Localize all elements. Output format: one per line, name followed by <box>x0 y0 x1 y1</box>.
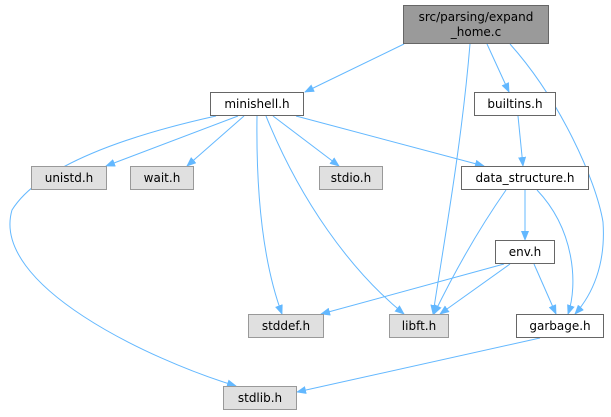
edge-minishell-h-to-stdio-h <box>272 115 340 167</box>
node-libft-h[interactable]: libft.h <box>389 314 449 338</box>
edge-minishell-h-to-libft-h <box>265 115 405 315</box>
node-stddef-h[interactable]: stddef.h <box>248 314 324 338</box>
edge-root-to-minishell-h <box>304 43 405 93</box>
edge-minishell-h-to-stdlib-h <box>9 115 237 388</box>
node-expand-home-c[interactable]: src/parsing/expand _home.c <box>403 5 549 44</box>
edge-minishell-h-to-unistd-h <box>105 115 239 167</box>
edge-builtins-h-to-data-structure-h <box>517 115 527 167</box>
edge-layer <box>9 43 604 394</box>
edge-root-to-builtins-h <box>486 43 510 93</box>
edge-data-structure-h-to-libft-h <box>433 189 507 315</box>
node-unistd-h[interactable]: unistd.h <box>31 166 107 190</box>
edge-env-h-to-libft-h <box>439 263 511 315</box>
edge-data-structure-h-to-garbage-h <box>536 189 575 315</box>
edge-minishell-h-to-stddef-h <box>256 115 283 315</box>
edge-minishell-h-to-data-structure-h <box>295 115 485 168</box>
node-stdlib-h[interactable]: stdlib.h <box>223 386 297 410</box>
edge-minishell-h-to-wait-h <box>186 115 245 167</box>
node-env-h[interactable]: env.h <box>495 240 555 264</box>
edge-garbage-h-to-stdlib-h <box>296 337 541 394</box>
edge-env-h-to-garbage-h <box>533 263 557 315</box>
node-label-line1: src/parsing/expand <box>418 9 534 24</box>
node-data-structure-h[interactable]: data_structure.h <box>461 166 589 190</box>
node-minishell-h[interactable]: minishell.h <box>210 92 304 116</box>
node-label-line2: _home.c <box>450 24 502 39</box>
node-stdio-h[interactable]: stdio.h <box>319 166 383 190</box>
edge-env-h-to-stddef-h <box>320 263 505 316</box>
node-garbage-h[interactable]: garbage.h <box>516 314 604 338</box>
node-wait-h[interactable]: wait.h <box>130 166 194 190</box>
node-builtins-h[interactable]: builtins.h <box>474 92 556 116</box>
